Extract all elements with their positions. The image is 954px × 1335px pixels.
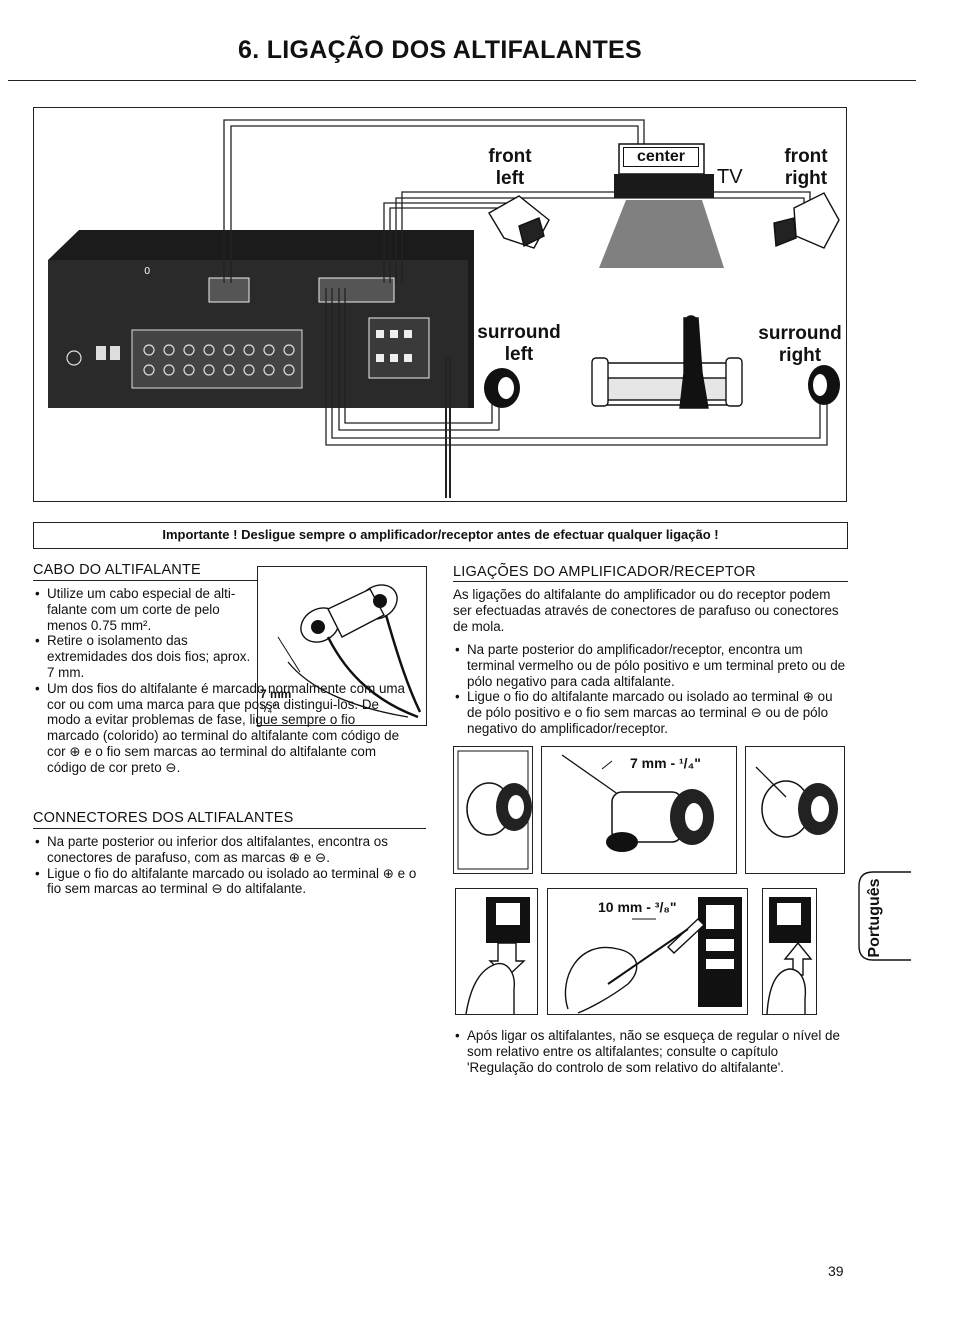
side-tab-label: Português	[866, 878, 883, 958]
cabo-item-1: Utilize um cabo especial de alti-falante…	[35, 586, 257, 633]
heading-cabo-rule	[33, 580, 257, 581]
ligacoes-footer-item: Após ligar os altifalantes, não se esque…	[455, 1028, 848, 1075]
screw-figure-1	[453, 746, 533, 874]
screw-terminal-illustration-3	[755, 766, 838, 838]
title-rule	[8, 80, 916, 81]
label-tv: TV	[717, 166, 743, 188]
connectores-item-1: Na parte posterior ou inferior dos altif…	[35, 834, 428, 866]
cabo-list: Utilize um cabo especial de alti-falante…	[33, 586, 408, 776]
cabo-item-3: Um dos fios do altifalante é marcado nor…	[35, 681, 408, 776]
ligacoes-intro: As ligações do altifalante do amplificad…	[453, 587, 839, 634]
heading-cabo: CABO DO ALTIFALANTE	[33, 562, 201, 578]
front-left-speaker-illustration	[488, 195, 550, 249]
heading-connectores-rule	[33, 828, 426, 829]
screw-figure-3	[745, 746, 845, 874]
heading-connectores: CONNECTORES DOS ALTIFALANTES	[33, 810, 294, 826]
spring-terminal-illustration-2	[564, 897, 742, 1014]
ligacoes-list: Na parte posterior do amplificador/recep…	[453, 642, 848, 737]
label-surround-left: surround left	[477, 322, 561, 365]
connection-diagram: 0	[33, 107, 847, 502]
ligacoes-footer: Após ligar os altifalantes, não se esque…	[453, 1028, 848, 1075]
spring-figure-2: 10 mm - ³/₈"	[547, 888, 748, 1015]
important-notice: Importante ! Desligue sempre o amplifica…	[33, 522, 848, 549]
cabo-item-2: Retire o isolamento das extremidades dos…	[35, 633, 257, 680]
side-tab-bracket	[858, 871, 911, 961]
ligacoes-item-2: Ligue o fio do altifalante marcado ou is…	[455, 689, 848, 736]
label-front-left: front left	[488, 146, 532, 189]
spring-connector-figures: 10 mm - ³/₈"	[455, 888, 847, 1016]
screw-terminal-illustration-2	[561, 754, 714, 852]
spring-figure-3	[762, 888, 817, 1015]
label-surround-right: surround right	[758, 323, 842, 366]
surround-right-speaker-illustration	[808, 365, 840, 405]
receiver-illustration: 0	[48, 230, 474, 408]
ligacoes-item-1: Na parte posterior do amplificador/recep…	[455, 642, 848, 689]
screw-figure-2: 7 mm - ¹/₄"	[541, 746, 737, 874]
screw-connector-figures: 7 mm - ¹/₄"	[453, 746, 845, 874]
svg-text:0: 0	[144, 266, 150, 277]
surround-left-speaker-illustration	[484, 368, 520, 408]
screw-strip-label: 7 mm - ¹/₄"	[630, 755, 701, 771]
spring-terminal-illustration-3	[766, 897, 813, 1015]
listener-sofa-illustration	[591, 315, 743, 409]
page-title: 6. LIGAÇÃO DOS ALTIFALANTES	[238, 36, 642, 64]
front-right-speaker-illustration	[773, 192, 840, 249]
connectores-item-2: Ligue o fio do altifalante marcado ou is…	[35, 866, 428, 898]
heading-ligacoes-rule	[453, 581, 848, 582]
connectores-list: Na parte posterior ou inferior dos altif…	[33, 834, 428, 897]
label-center: center	[623, 147, 699, 167]
spring-terminal-illustration-1	[465, 897, 530, 1015]
spring-strip-label: 10 mm - ³/₈"	[598, 899, 677, 915]
screw-terminal-illustration-1	[457, 750, 532, 870]
label-front-right: front right	[784, 146, 828, 189]
heading-ligacoes: LIGAÇÕES DO AMPLIFICADOR/RECEPTOR	[453, 564, 756, 580]
page-number: 39	[828, 1263, 844, 1279]
spring-figure-1	[455, 888, 538, 1015]
language-side-tab: Português	[857, 870, 911, 962]
